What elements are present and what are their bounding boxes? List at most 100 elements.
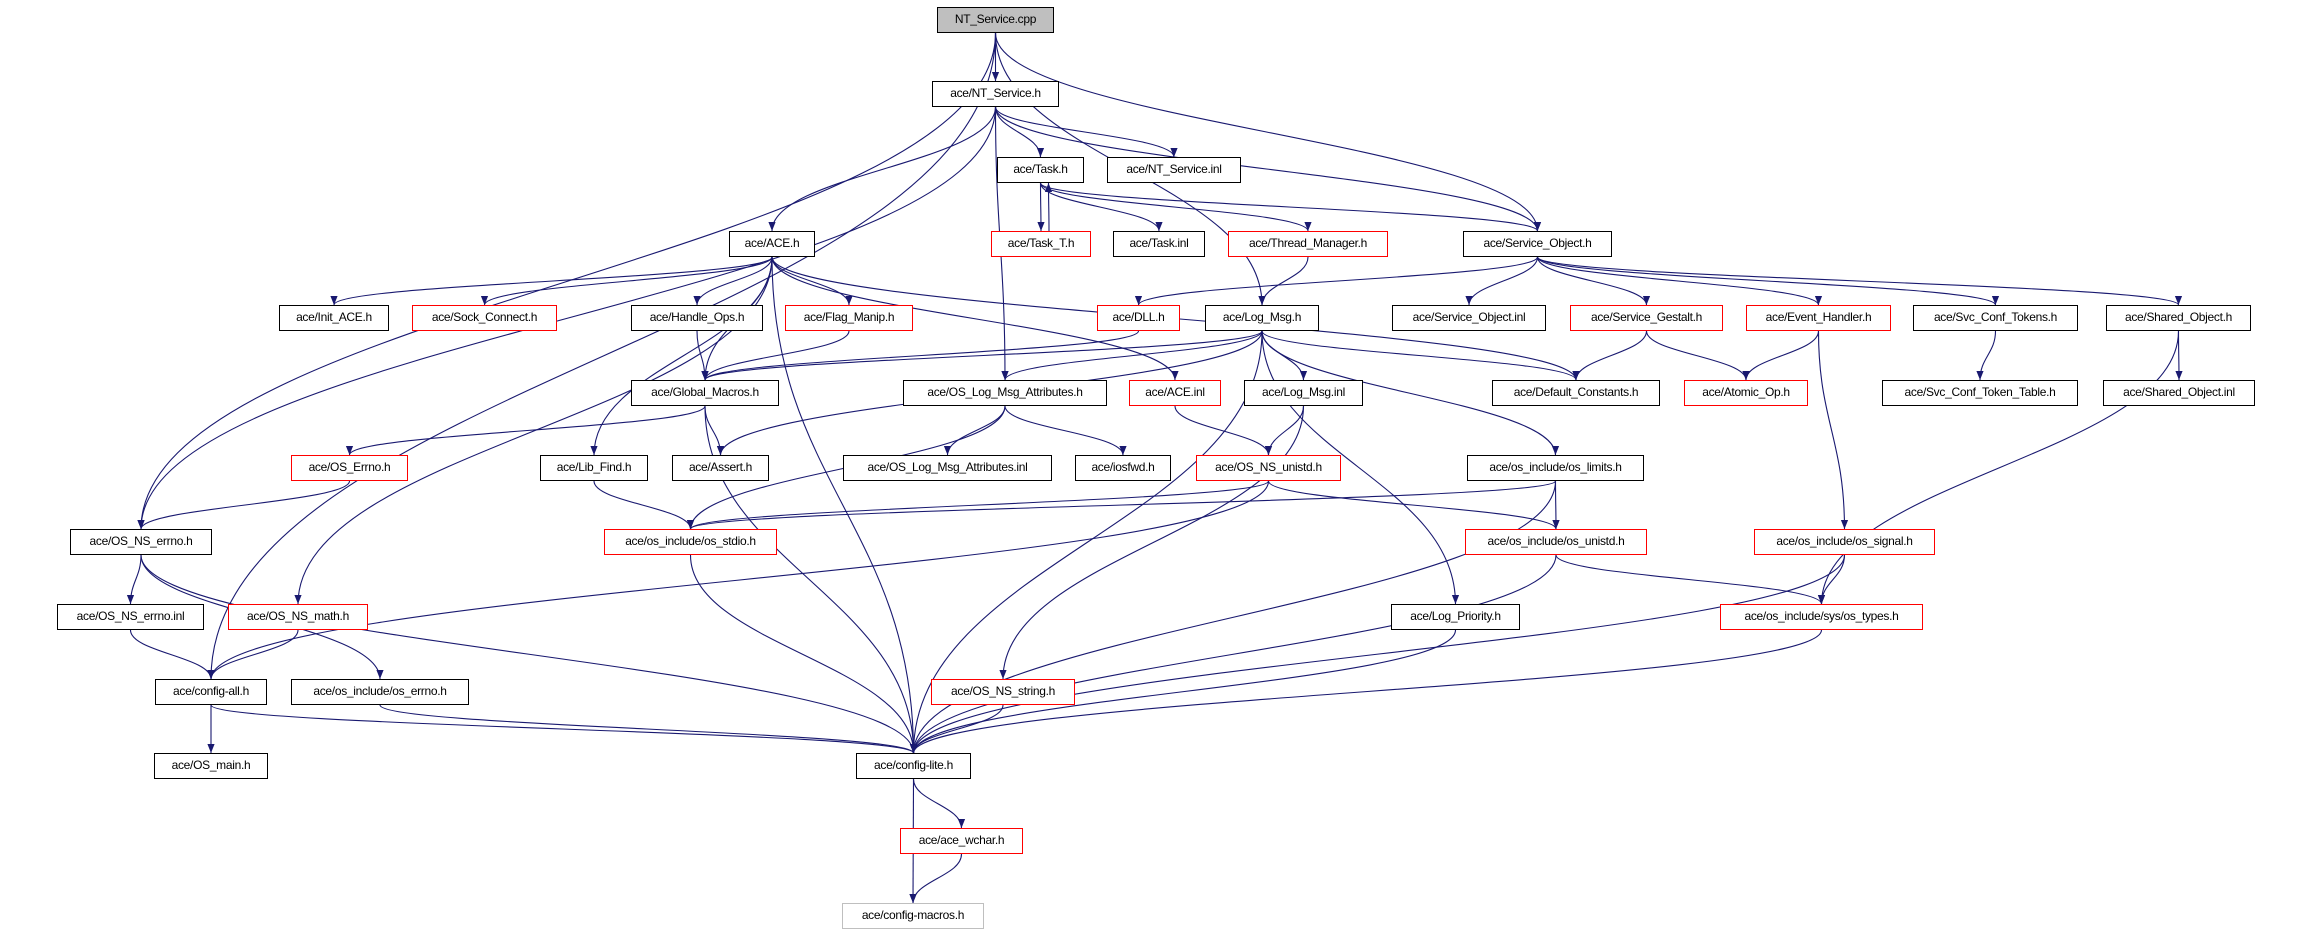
edge-ace-service-object-h-to-ace-svc-conf-tokens-h [1536, 256, 1999, 306]
node-ace-os-include-os-limits-h[interactable]: ace/os_include/os_limits.h [1467, 455, 1644, 481]
edge-ace-os-include-os-unistd-h-to-ace-config-lite-h [909, 554, 1557, 754]
node-ace-service-object-inl[interactable]: ace/Service_Object.inl [1392, 305, 1546, 331]
node-ace-os-include-os-errno-h[interactable]: ace/os_include/os_errno.h [291, 679, 469, 705]
node-ace-handle-ops-h[interactable]: ace/Handle_Ops.h [631, 305, 763, 331]
edge-ace-ace-h-to-ace-config-lite-h [771, 256, 918, 754]
node-ace-flag-manip-h[interactable]: ace/Flag_Manip.h [785, 305, 913, 331]
edge-ace-task-h-to-ace-thread-manager-h [1039, 182, 1312, 232]
node-ace-os-log-msg-attributes-h[interactable]: ace/OS_Log_Msg_Attributes.h [903, 380, 1107, 406]
node-ace-iosfwd-h[interactable]: ace/iosfwd.h [1075, 455, 1171, 481]
node-ace-os-include-os-stdio-h[interactable]: ace/os_include/os_stdio.h [604, 529, 777, 555]
edge-ace-nt-service-h-to-ace-ace-h [768, 106, 997, 232]
edge-ace-os-ns-unistd-h-to-ace-os-include-os-stdio-h [687, 480, 1270, 530]
node-ace-config-all-h[interactable]: ace/config-all.h [155, 679, 267, 705]
edge-ace-os-ns-string-h-to-ace-config-lite-h [909, 704, 1004, 754]
edge-ace-config-lite-h-to-ace-ace-wchar-h [912, 778, 966, 829]
edge-ace-os-include-os-limits-h-to-ace-os-include-os-stdio-h [687, 480, 1557, 530]
edge-ace-os-include-os-signal-h-to-ace-os-include-sys-os-types-h [1817, 554, 1846, 605]
node-nt-service-cpp[interactable]: NT_Service.cpp [937, 7, 1054, 33]
edge-ace-lib-find-h-to-ace-os-include-os-stdio-h [593, 480, 695, 530]
edge-ace-service-gestalt-h-to-ace-default-constants-h [1572, 330, 1648, 381]
node-ace-ace-inl[interactable]: ace/ACE.inl [1129, 380, 1221, 406]
node-ace-atomic-op-h[interactable]: ace/Atomic_Op.h [1684, 380, 1808, 406]
edge-ace-os-include-os-signal-h-to-ace-config-lite-h [909, 554, 1846, 754]
node-ace-config-lite-h[interactable]: ace/config-lite.h [856, 753, 971, 779]
edge-ace-os-include-os-limits-h-to-ace-config-lite-h [909, 480, 1557, 754]
edge-ace-nt-service-h-to-ace-os-ns-errno-h [137, 106, 997, 530]
node-ace-thread-manager-h[interactable]: ace/Thread_Manager.h [1228, 231, 1388, 257]
node-ace-task-inl[interactable]: ace/Task.inl [1113, 231, 1205, 257]
edge-ace-global-macros-h-to-ace-os-errno-h [346, 405, 706, 456]
node-ace-nt-service-inl[interactable]: ace/NT_Service.inl [1107, 157, 1241, 183]
edge-ace-dll-h-to-ace-global-macros-h [701, 330, 1140, 381]
edge-ace-log-msg-h-to-ace-log-priority-h [1261, 330, 1460, 605]
node-ace-init-ace-h[interactable]: ace/Init_ACE.h [279, 305, 389, 331]
edge-ace-os-include-sys-os-types-h-to-ace-config-lite-h [910, 629, 1823, 754]
edge-ace-event-handler-h-to-ace-os-include-os-signal-h [1817, 330, 1849, 530]
edge-ace-event-handler-h-to-ace-atomic-op-h [1742, 330, 1820, 381]
edge-ace-os-ns-unistd-h-to-ace-config-all-h [207, 480, 1270, 680]
node-ace-service-gestalt-h[interactable]: ace/Service_Gestalt.h [1570, 305, 1723, 331]
node-ace-os-include-os-unistd-h[interactable]: ace/os_include/os_unistd.h [1465, 529, 1647, 555]
node-ace-log-priority-h[interactable]: ace/Log_Priority.h [1391, 604, 1520, 630]
node-ace-nt-service-h[interactable]: ace/NT_Service.h [932, 81, 1059, 107]
node-ace-task-h[interactable]: ace/Task.h [997, 157, 1084, 183]
node-ace-lib-find-h[interactable]: ace/Lib_Find.h [540, 455, 648, 481]
edge-ace-os-include-os-errno-h-to-ace-config-lite-h [379, 704, 917, 754]
edge-ace-service-object-h-to-ace-service-gestalt-h [1536, 256, 1651, 306]
edge-ace-log-priority-h-to-ace-config-lite-h [909, 629, 1457, 754]
node-ace-log-msg-inl[interactable]: ace/Log_Msg.inl [1244, 380, 1363, 406]
node-ace-os-ns-string-h[interactable]: ace/OS_NS_string.h [931, 679, 1075, 705]
node-ace-shared-object-inl[interactable]: ace/Shared_Object.inl [2103, 380, 2255, 406]
edge-ace-task-h-to-ace-task-t-h [1037, 182, 1045, 232]
edge-ace-os-ns-math-h-to-ace-config-all-h [207, 629, 299, 680]
edge-ace-nt-service-h-to-ace-task-h [994, 106, 1045, 158]
node-ace-event-handler-h[interactable]: ace/Event_Handler.h [1746, 305, 1891, 331]
edge-ace-log-msg-h-to-ace-global-macros-h [701, 330, 1263, 381]
node-ace-os-ns-errno-inl[interactable]: ace/OS_NS_errno.inl [57, 604, 204, 630]
node-ace-os-errno-h[interactable]: ace/OS_Errno.h [291, 455, 408, 481]
node-ace-sock-connect-h[interactable]: ace/Sock_Connect.h [412, 305, 557, 331]
edge-ace-service-object-h-to-ace-service-object-inl [1465, 256, 1539, 306]
node-ace-os-ns-math-h[interactable]: ace/OS_NS_math.h [228, 604, 368, 630]
edge-ace-os-ns-errno-h-to-ace-os-ns-errno-inl [126, 554, 142, 605]
edge-nt-service-cpp-to-ace-service-object-h [994, 32, 1542, 232]
node-ace-svc-conf-tokens-h[interactable]: ace/Svc_Conf_Tokens.h [1913, 305, 2078, 331]
edge-nt-service-cpp-to-ace-os-ns-errno-h [137, 32, 997, 530]
edge-ace-log-msg-inl-to-ace-os-ns-unistd-h [1264, 405, 1305, 456]
node-ace-os-main-h[interactable]: ace/OS_main.h [154, 753, 268, 779]
edge-ace-config-all-h-to-ace-config-lite-h [210, 704, 917, 754]
edge-ace-ace-h-to-ace-init-ace-h [330, 256, 773, 306]
edge-ace-os-ns-errno-h-to-ace-config-lite-h [140, 554, 918, 754]
node-ace-os-include-os-signal-h[interactable]: ace/os_include/os_signal.h [1754, 529, 1935, 555]
node-ace-os-ns-errno-h[interactable]: ace/OS_NS_errno.h [70, 529, 212, 555]
node-ace-assert-h[interactable]: ace/Assert.h [672, 455, 769, 481]
node-ace-ace-h[interactable]: ace/ACE.h [729, 231, 815, 257]
edge-ace-log-msg-inl-to-ace-os-ns-string-h [999, 405, 1305, 680]
edge-ace-log-msg-h-to-ace-default-constants-h [1261, 330, 1580, 381]
edge-ace-os-log-msg-attributes-h-to-ace-os-log-msg-attributes-inl [943, 405, 1006, 456]
edge-ace-svc-conf-tokens-h-to-ace-svc-conf-token-table-h [1976, 330, 1997, 381]
node-ace-ace-wchar-h[interactable]: ace/ace_wchar.h [900, 828, 1023, 854]
node-ace-os-include-sys-os-types-h[interactable]: ace/os_include/sys/os_types.h [1720, 604, 1923, 630]
edge-ace-os-ns-errno-inl-to-ace-config-all-h [129, 629, 215, 680]
node-ace-global-macros-h[interactable]: ace/Global_Macros.h [631, 380, 779, 406]
node-ace-log-msg-h[interactable]: ace/Log_Msg.h [1205, 305, 1319, 331]
node-ace-dll-h[interactable]: ace/DLL.h [1097, 305, 1180, 331]
edge-ace-os-errno-h-to-ace-os-ns-errno-h [137, 480, 351, 530]
node-ace-default-constants-h[interactable]: ace/Default_Constants.h [1492, 380, 1660, 406]
edge-ace-ace-inl-to-ace-os-ns-unistd-h [1174, 405, 1273, 456]
node-ace-service-object-h[interactable]: ace/Service_Object.h [1463, 231, 1612, 257]
edge-ace-service-object-h-to-ace-shared-object-h [1536, 256, 2182, 306]
node-ace-config-macros-h[interactable]: ace/config-macros.h [842, 903, 984, 929]
edge-ace-service-object-h-to-ace-dll-h [1135, 256, 1539, 306]
node-ace-task-t-h[interactable]: ace/Task_T.h [991, 231, 1091, 257]
node-ace-os-ns-unistd-h[interactable]: ace/OS_NS_unistd.h [1196, 455, 1341, 481]
node-ace-shared-object-h[interactable]: ace/Shared_Object.h [2106, 305, 2251, 331]
edge-ace-ace-wchar-h-to-ace-config-macros-h [909, 853, 963, 904]
node-ace-svc-conf-token-table-h[interactable]: ace/Svc_Conf_Token_Table.h [1882, 380, 2078, 406]
node-ace-os-log-msg-attributes-inl[interactable]: ace/OS_Log_Msg_Attributes.inl [843, 455, 1052, 481]
edge-ace-service-object-h-to-ace-event-handler-h [1536, 256, 1822, 306]
edge-ace-os-include-os-limits-h-to-ace-os-include-os-unistd-h [1552, 480, 1560, 530]
